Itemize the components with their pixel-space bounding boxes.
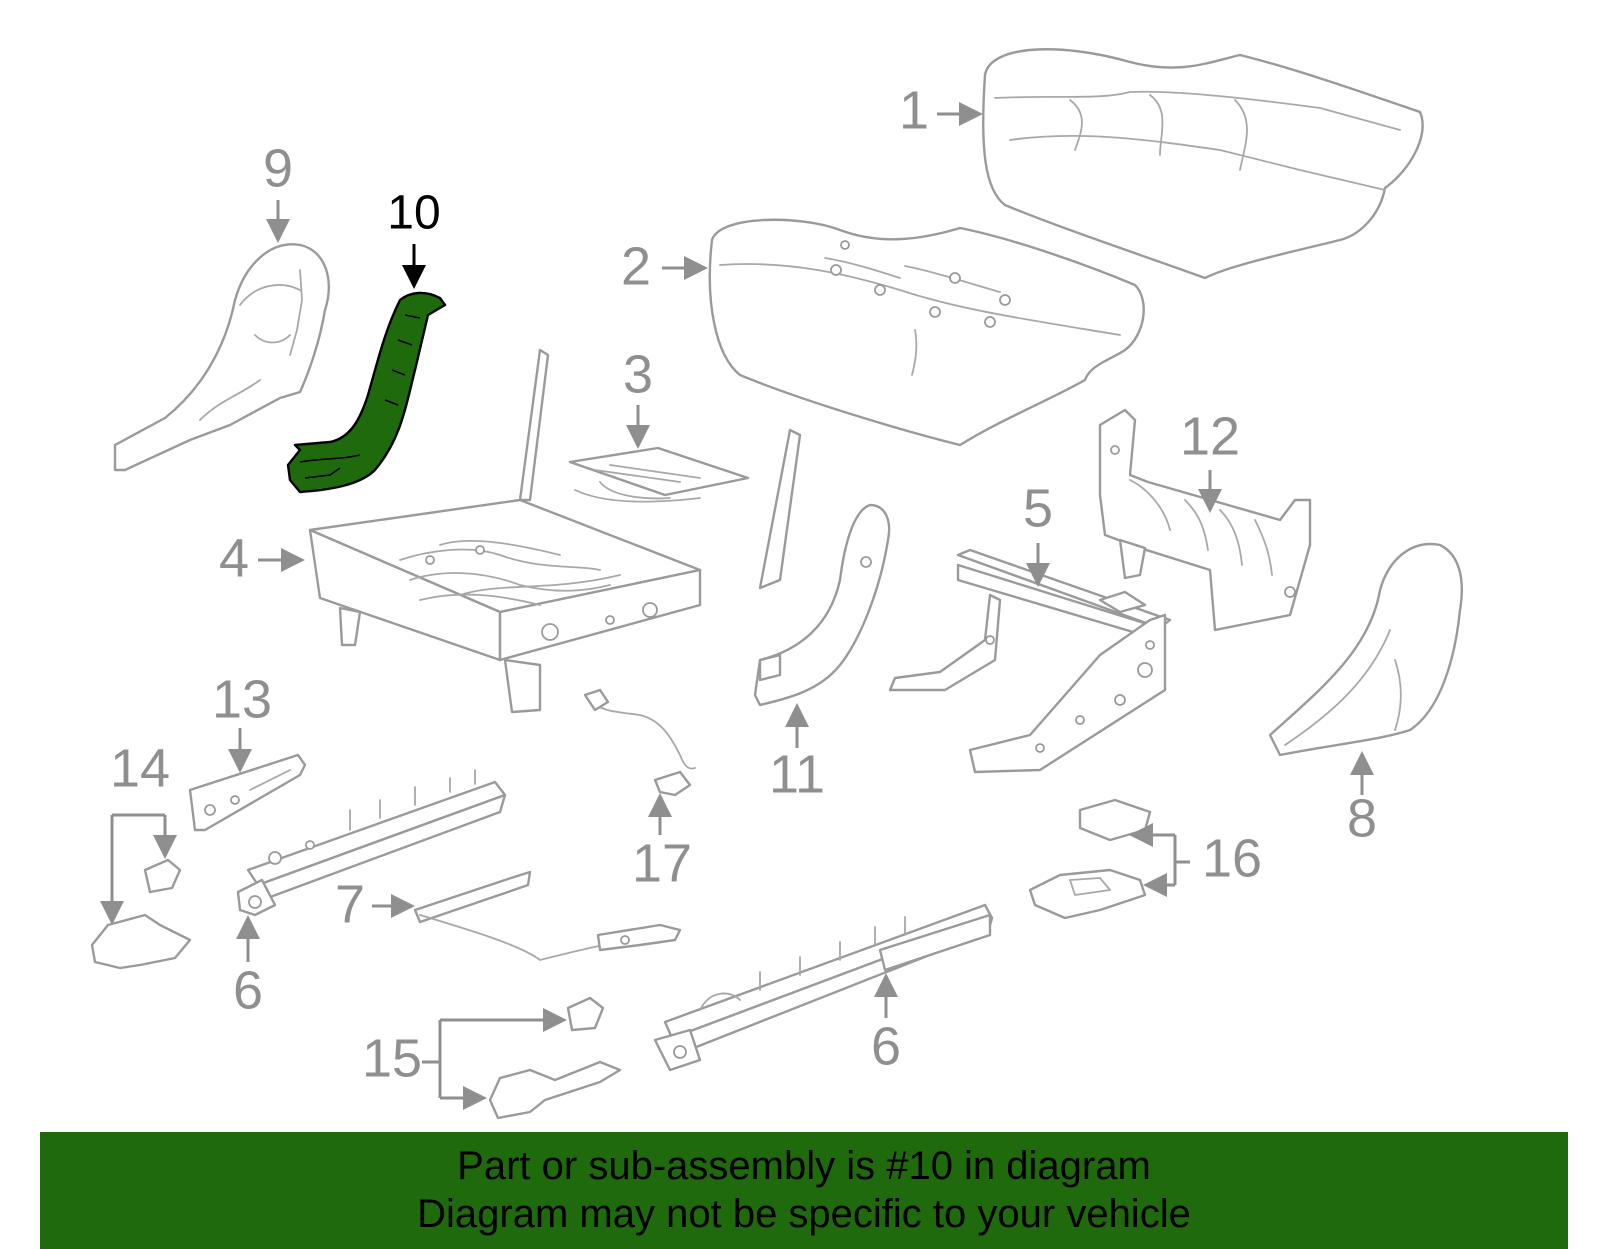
part-5-riser-bracket[interactable] <box>888 548 1172 774</box>
part-8-trim-panel-right[interactable] <box>1268 542 1463 757</box>
callout-4: 4 <box>219 528 249 588</box>
callout-8: 8 <box>1347 788 1377 848</box>
callout-10: 10 <box>387 187 440 240</box>
part-11-inner-trim[interactable] <box>753 503 891 707</box>
callout-12: 12 <box>1180 406 1240 466</box>
callout-9: 9 <box>263 138 293 198</box>
callout-13: 13 <box>212 669 272 729</box>
callout-labels: 1 2 3 4 5 6 6 7 8 9 10 11 12 13 14 15 16… <box>110 80 1377 1088</box>
banner-line-1: Part or sub-assembly is #10 in diagram <box>457 1144 1151 1188</box>
part-15-track-cover-small[interactable] <box>566 996 605 1032</box>
part-17-wire-harness[interactable] <box>583 688 696 797</box>
banner-line-2: Diagram may not be specific to your vehi… <box>417 1192 1191 1236</box>
callout-6-upper: 6 <box>233 960 263 1020</box>
callout-16: 16 <box>1202 828 1262 888</box>
part-7-release-rod[interactable] <box>413 870 682 961</box>
part-9-trim-panel-left[interactable] <box>113 243 330 472</box>
callout-6-lower: 6 <box>871 1016 901 1076</box>
callout-14: 14 <box>110 738 170 798</box>
callout-1: 1 <box>899 80 929 140</box>
callout-17: 17 <box>632 833 692 893</box>
part-1-cushion-cover[interactable] <box>982 48 1424 280</box>
part-10-highlighted-trim[interactable] <box>286 291 447 494</box>
info-banner: Part or sub-assembly is #10 in diagram D… <box>40 1132 1568 1249</box>
callout-11: 11 <box>769 744 825 804</box>
part-3-heater-pad[interactable] <box>568 446 750 503</box>
callout-5: 5 <box>1023 478 1053 538</box>
callout-3: 3 <box>623 344 653 404</box>
part-6-seat-track-upper[interactable] <box>236 769 507 917</box>
part-16-cover-housing[interactable] <box>1028 868 1147 920</box>
leader-lines <box>100 102 1374 1110</box>
part-15-track-cover-large[interactable] <box>488 1060 622 1120</box>
part-4-seat-frame[interactable] <box>308 348 802 714</box>
part-6-seat-track-lower[interactable] <box>653 903 994 1072</box>
part-2-cushion-pad[interactable] <box>708 218 1145 447</box>
callout-7: 7 <box>335 874 365 934</box>
part-12-cross-member[interactable] <box>1098 408 1312 632</box>
callout-2: 2 <box>621 236 651 296</box>
part-14-track-cover-large[interactable] <box>90 913 192 970</box>
callout-15: 15 <box>362 1028 422 1088</box>
part-13-trim-cover[interactable] <box>188 753 307 832</box>
part-14-track-cover-small[interactable] <box>143 858 182 894</box>
